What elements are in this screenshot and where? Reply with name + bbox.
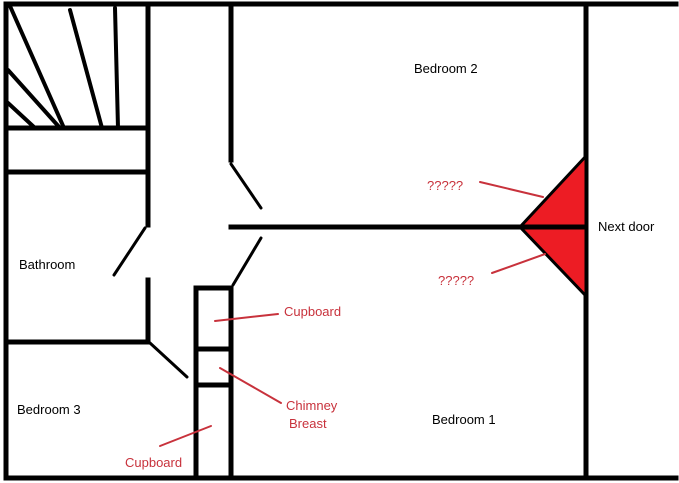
bedroom-1-walls (228, 236, 263, 481)
label-bedroom-1: Bedroom 1 (432, 412, 496, 427)
bedroom-2-door (229, 162, 263, 210)
label-bedroom-2: Bedroom 2 (414, 61, 478, 76)
label-next-door: Next door (598, 219, 655, 234)
pointer-cupboard-upper (214, 313, 279, 322)
label-bathroom: Bathroom (19, 257, 75, 272)
outer-walls (3, 1, 679, 481)
label-chimney-line1: Chimney (286, 398, 338, 413)
bedroom-3-door (148, 341, 189, 379)
pointer-cupboard-lower (159, 425, 212, 447)
chimney-cupboard-block (193, 285, 234, 481)
label-cupboard-lower: Cupboard (125, 455, 182, 470)
label-cupboard-upper: Cupboard (284, 304, 341, 319)
bedroom-2-walls (228, 1, 523, 230)
bedroom-1-door (231, 236, 263, 287)
pointer-chimney (219, 367, 282, 404)
annotation-pointers (159, 181, 546, 447)
label-chimney-line2: Breast (289, 416, 327, 431)
pointer-unknown-upper (479, 181, 544, 198)
label-unknown-upper: ????? (427, 178, 463, 193)
label-unknown-lower: ????? (438, 273, 474, 288)
bathroom-door (112, 226, 147, 277)
label-bedroom-3: Bedroom 3 (17, 402, 81, 417)
staircase (3, 1, 151, 228)
bathroom-walls (3, 169, 151, 345)
pointer-unknown-lower (491, 253, 546, 274)
